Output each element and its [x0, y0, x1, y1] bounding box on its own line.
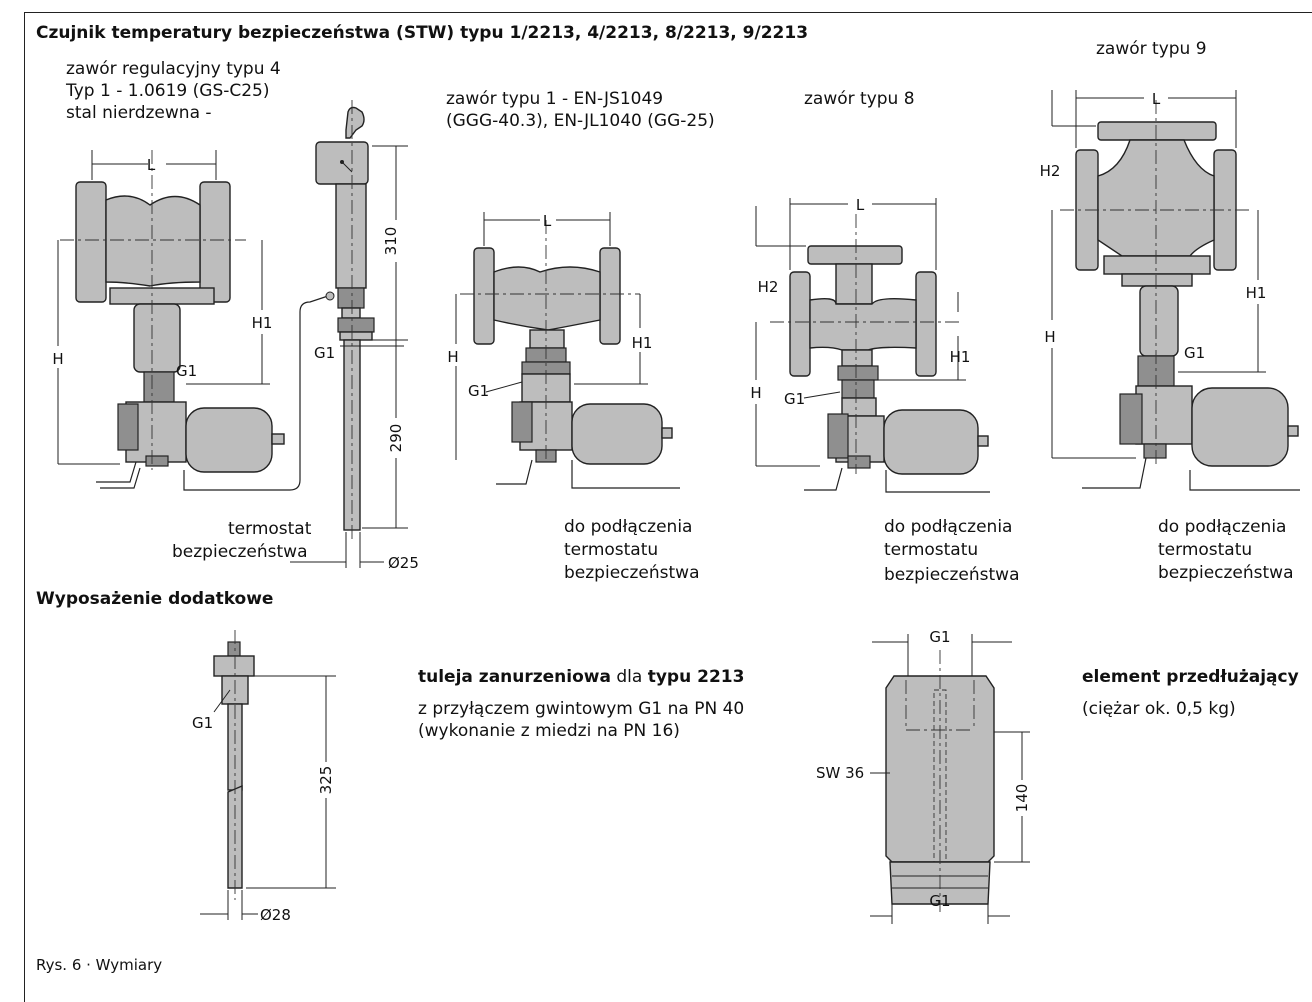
dim-L-valve4: L	[147, 156, 156, 174]
dim-G1-extension-top: G1	[929, 628, 950, 646]
connect-note-valve1-3: bezpieczeństwa	[564, 563, 700, 583]
valve-type4-drawing	[60, 150, 335, 491]
dim-L-valve8: L	[856, 196, 865, 214]
connect-note-valve8-3: bezpieczeństwa	[884, 565, 1020, 585]
accessories-heading: Wyposażenie dodatkowe	[36, 589, 274, 609]
dim-H2-valve8: H2	[758, 278, 779, 296]
valve-type8-dimensions: L H H2 H1 G1	[750, 196, 971, 467]
figure-title: Czujnik temperatury bezpieczeństwa (STW)…	[36, 23, 809, 43]
extension-element-dimensions: G1 G1 140 SW 36	[816, 628, 1031, 924]
dim-G1-valve4: G1	[176, 362, 197, 380]
drawing-frame	[24, 12, 1312, 1002]
dim-310: 310	[382, 227, 400, 256]
connect-note-valve9-1: do podłączenia	[1158, 517, 1287, 537]
sleeve-title: tuleja zanurzeniowa dla typu 2213	[418, 667, 745, 687]
thermostat-dimensions: 310 290 Ø25 G1	[290, 145, 419, 572]
dim-H-valve8: H	[750, 384, 761, 402]
connect-note-valve1-2: termostatu	[564, 540, 659, 560]
valve4-label-1: zawór regulacyjny typu 4	[66, 59, 281, 79]
dim-H1-valve9: H1	[1246, 284, 1267, 302]
dim-H-valve9: H	[1044, 328, 1055, 346]
dim-H1-valve4: H1	[252, 314, 273, 332]
dim-G1-thermostat: G1	[314, 344, 335, 362]
dim-d25: Ø25	[388, 554, 419, 572]
connect-note-valve8-1: do podłączenia	[884, 517, 1013, 537]
valve9-label: zawór typu 9	[1096, 39, 1207, 59]
valve8-label: zawór typu 8	[804, 89, 915, 109]
sleeve-line-2: z przyłączem gwintowym G1 na PN 40	[418, 699, 745, 719]
valve4-label-3: stal nierdzewna -	[66, 103, 212, 123]
extension-element-drawing	[885, 650, 995, 912]
dim-290: 290	[387, 424, 405, 453]
valve-type4-dimensions: L H H1 G1	[52, 150, 273, 465]
sleeve-line-3: (wykonanie z miedzi na PN 16)	[418, 721, 680, 741]
valve-type1-drawing	[460, 220, 680, 489]
figure-caption: Rys. 6 · Wymiary	[36, 956, 163, 974]
connect-note-valve1-1: do podłączenia	[564, 517, 693, 537]
dim-140: 140	[1013, 784, 1031, 813]
valve1-label-1: zawór typu 1 - EN-JS1049	[446, 89, 664, 109]
immersion-sleeve-drawing	[213, 630, 255, 900]
dim-H1-valve8: H1	[950, 348, 971, 366]
dim-325: 325	[317, 766, 335, 795]
dim-H-valve1: H	[447, 348, 458, 366]
dim-H-valve4: H	[52, 350, 63, 368]
extension-title: element przedłużający	[1082, 667, 1299, 687]
dim-G1-valve8: G1	[784, 390, 805, 408]
connect-note-valve9-3: bezpieczeństwa	[1158, 563, 1294, 583]
valve4-label-2: Typ 1 - 1.0619 (GS-C25)	[66, 81, 270, 101]
dim-G1-valve9: G1	[1184, 344, 1205, 362]
valve-type8-drawing	[770, 214, 990, 493]
valve-type9-drawing	[1060, 100, 1300, 491]
valve1-label-2: (GGG-40.3), EN-JL1040 (GG-25)	[446, 111, 715, 131]
extension-line-2: (ciężar ok. 0,5 kg)	[1082, 699, 1236, 719]
immersion-sleeve-dimensions: 325 G1 Ø28	[192, 675, 336, 924]
valve-type1-dimensions: L H H1 G1	[447, 212, 652, 460]
thermostat-probe-drawing	[315, 100, 375, 540]
dim-L-valve1: L	[543, 212, 552, 230]
thermostat-label-1: termostat	[228, 519, 312, 539]
dim-L-valve9: L	[1152, 90, 1161, 108]
valve-type9-dimensions: L H H2 H1 G1	[1040, 90, 1267, 459]
connect-note-valve8-2: termostatu	[884, 540, 979, 560]
dim-H1-valve1: H1	[632, 334, 653, 352]
dim-G1-sleeve: G1	[192, 714, 213, 732]
dim-sw36: SW 36	[816, 764, 864, 782]
dim-G1-valve1: G1	[468, 382, 489, 400]
dim-d28: Ø28	[260, 906, 291, 924]
dim-G1-extension-bottom: G1	[929, 892, 950, 910]
thermostat-label-2: bezpieczeństwa	[172, 542, 308, 562]
connect-note-valve9-2: termostatu	[1158, 540, 1253, 560]
dim-H2-valve9: H2	[1040, 162, 1061, 180]
